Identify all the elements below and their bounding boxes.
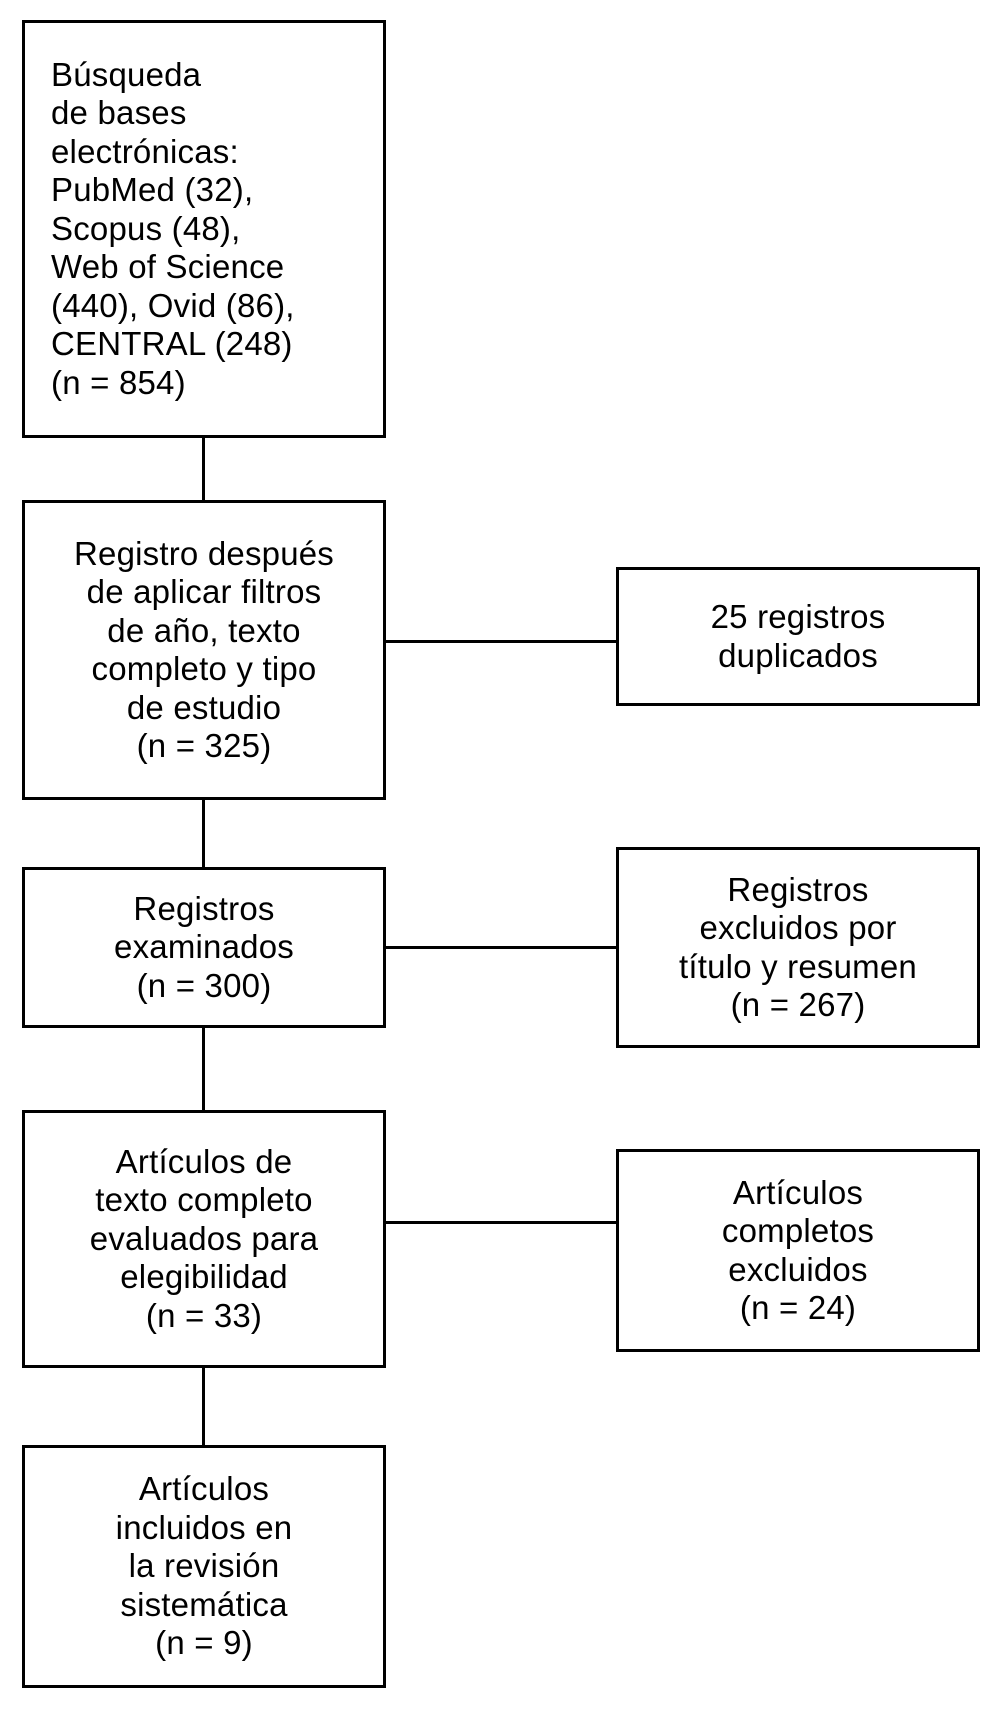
- connector-screened-to-fulltext: [202, 1028, 205, 1110]
- connector-search-to-filtered: [202, 438, 205, 500]
- connector-fulltext-to-included: [202, 1368, 205, 1445]
- connector-filtered-to-screened: [202, 800, 205, 867]
- connector-screened-to-excluded-title: [386, 946, 616, 949]
- connector-fulltext-to-excluded-fulltext: [386, 1221, 616, 1224]
- connector-filtered-to-duplicates: [386, 640, 616, 643]
